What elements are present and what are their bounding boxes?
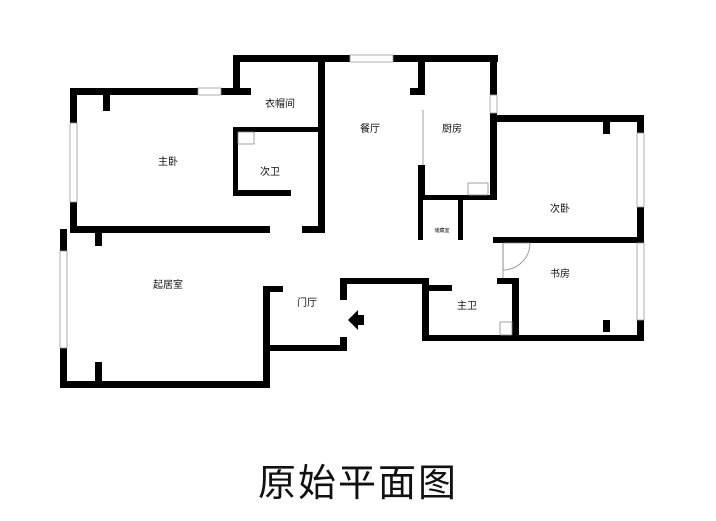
room-label-cloakroom: 衣帽间 — [265, 97, 295, 110]
walls — [60, 55, 644, 388]
fixtures — [237, 110, 531, 336]
room-label-study: 书房 — [550, 267, 570, 280]
room-label-kitchen: 厨房 — [442, 122, 462, 135]
room-label-dining: 餐厅 — [360, 122, 380, 135]
room-label-master-bath: 主卫 — [457, 300, 477, 312]
room-label-living-room: 起居室 — [153, 278, 183, 291]
entry-arrow-icon — [348, 310, 364, 330]
plan-caption: 原始平面图 — [257, 461, 458, 505]
room-label-second-bedroom: 次卧 — [550, 202, 570, 215]
room-label-storage: 储藏室 — [434, 227, 449, 234]
room-labels: 主卧 衣帽间 次卫 餐厅 厨房 储藏室 次卧 起居室 门厅 主卫 书房 — [153, 97, 570, 312]
room-label-master-bedroom: 主卧 — [158, 155, 178, 168]
room-label-foyer: 门厅 — [297, 296, 317, 309]
windows — [59, 54, 645, 349]
room-label-second-bath: 次卫 — [260, 165, 280, 178]
